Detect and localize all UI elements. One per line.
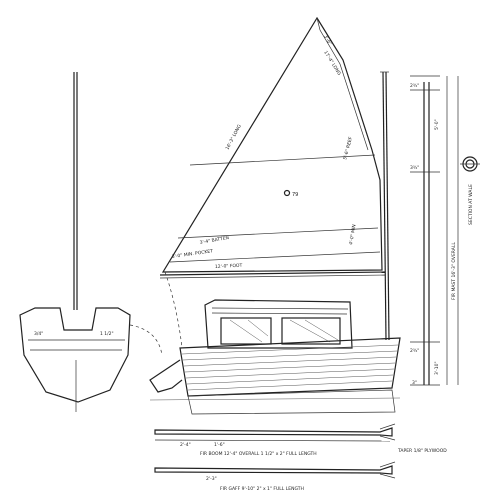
dimension-ticks: [410, 75, 459, 386]
gaff-dim: 2'-3": [206, 476, 217, 482]
hull-planking: [181, 344, 399, 391]
sail-batten-1-label: 3'-0" MIN. POCKET: [171, 248, 213, 260]
section-hull: [19, 307, 131, 403]
sail-batten-2-label: 3'-4" BATTEN: [199, 235, 229, 246]
mast-elevation: 2¾" 5'-0" 3¾" 2¾" 3'-10" 3" FIR MAST 16'…: [410, 75, 459, 386]
gaff-jaw: [379, 461, 396, 479]
sail-outline: [161, 16, 383, 273]
sail-seam-1: [189, 154, 376, 166]
boom-jaw: [379, 423, 396, 441]
sail-luff-edge: [316, 17, 369, 151]
dim-mast-total: FIR MAST 16'-3" OVERALL: [451, 242, 457, 300]
mainsail: 79 16'-3" LONG 17'-4" LONG 12'-0" FOOT 3…: [161, 16, 383, 273]
dim-top: 2¾": [410, 83, 419, 89]
waterline: [149, 397, 401, 401]
boom-swing-arc: [164, 271, 183, 349]
mast-section-label: SECTION AT WALE: [468, 184, 474, 225]
rudder: [149, 359, 183, 393]
section-label-right: 1 1/2": [100, 331, 114, 337]
boom-detail: [154, 427, 393, 437]
dim-middle: 3¾": [410, 165, 419, 171]
boom-label: FIR BOOM 12'-4" OVERALL 1 1/2" x 2" FULL…: [200, 451, 317, 457]
dim-upper: 5'-0": [434, 119, 440, 130]
section-lines: [28, 339, 125, 351]
mast-side: [380, 71, 390, 341]
spar-details: 2'-4" 1'-6" FIR BOOM 12'-4" OVERALL 1 1/…: [154, 423, 447, 492]
sail-number: 79: [292, 192, 298, 198]
boom-note: TAPER 1/8" PLYWOOD: [397, 448, 447, 454]
hull-outline: [179, 337, 401, 397]
hull-profile: [149, 271, 401, 415]
dim-bottom: 3'-10": [434, 361, 440, 375]
boom-dim-line: [154, 439, 391, 442]
sail-seam-2: [177, 227, 379, 239]
sail-foot-label: 12'-0" FOOT: [215, 263, 243, 270]
dim-base: 3": [412, 380, 417, 386]
cabin-window-2: [281, 317, 341, 345]
cabin: [204, 299, 353, 349]
sail-luff-label: 16'-3" LONG: [224, 123, 243, 151]
cabin-roof-lines: [211, 307, 349, 315]
sail-number-mark: [283, 189, 291, 197]
boom-dim-b: 1'-6": [214, 442, 225, 448]
mast-section-symbol: SECTION AT WALE: [460, 156, 480, 225]
sail-luff-lower-label: 4'-0" MIN: [348, 224, 357, 245]
sail-head-label: 3'-6": [322, 34, 333, 46]
sail-reef-label: 5'-6" REEF: [342, 136, 354, 161]
cabin-window-1: [220, 317, 272, 345]
mast-line-back: [385, 71, 390, 341]
hull-section-view: 3/4" 1 1/2": [19, 72, 163, 412]
boom-dim-a: 2'-4": [180, 442, 191, 448]
window-shading: [229, 319, 339, 343]
mast-line-front: [382, 71, 387, 341]
dim-lower: 2¾": [410, 348, 419, 354]
gaff-detail: [154, 465, 393, 475]
section-dash: [129, 324, 163, 356]
sail-seam-3: [169, 251, 381, 263]
gaff-label: FIR GAFF 9'-10" 2" x 1" FULL LENGTH: [220, 486, 304, 492]
boom: [159, 271, 386, 276]
section-label-left: 3/4": [34, 331, 43, 337]
boom-underside: [159, 274, 386, 279]
keel: [187, 389, 396, 415]
